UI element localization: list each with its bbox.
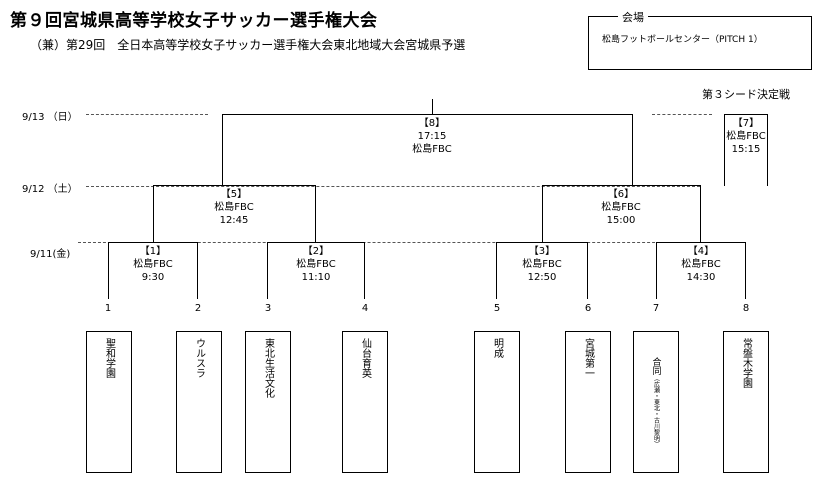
match-7-time: 15:15: [731, 144, 761, 155]
match-6-time: 15:00: [606, 215, 636, 226]
match-1-label: 【1】 松島FBC 9:30: [133, 245, 172, 284]
bracket-line: [496, 242, 497, 299]
team-name: 明成: [491, 338, 503, 358]
team-name-sub: （広瀬・東北・古川黎明）: [652, 375, 660, 447]
team-box: 聖和学園: [86, 331, 132, 473]
match-6-venue: 松島FBC: [601, 202, 641, 213]
match-3-label: 【3】 松島FBC 12:50: [522, 245, 561, 284]
team-name: 仙台育英: [359, 338, 371, 378]
team-box: ウルスラ: [176, 331, 222, 473]
team-number: 5: [493, 303, 501, 314]
match-1-number: 【1】: [139, 246, 167, 257]
team-name: 東北生活文化: [262, 338, 274, 398]
bracket-line: [700, 185, 701, 242]
team-box: 常盤木学園: [723, 331, 769, 473]
venue-box: [588, 16, 812, 70]
bracket-line: [108, 242, 109, 299]
bracket-line: [197, 242, 198, 299]
team-number: 7: [652, 303, 660, 314]
bracket-line: [724, 114, 725, 186]
bracket-line: [656, 242, 657, 299]
bracket-line: [587, 242, 588, 299]
bracket-line: [222, 114, 223, 185]
match-8-venue: 松島FBC: [412, 144, 452, 155]
team-box: 東北生活文化: [245, 331, 291, 473]
bracket-line: [153, 185, 316, 186]
bracket-line: [364, 242, 365, 299]
match-2-time: 11:10: [301, 272, 331, 283]
bracket-line: [542, 185, 543, 242]
bracket-line: [745, 242, 746, 299]
page-title: 第９回宮城県高等学校女子サッカー選手権大会: [10, 11, 378, 31]
match-1-venue: 松島FBC: [133, 259, 173, 270]
bracket-line: [542, 185, 701, 186]
date-divider: [652, 114, 712, 115]
team-name: 常盤木学園: [740, 338, 752, 388]
match-2-number: 【2】: [302, 246, 330, 257]
team-number: 4: [361, 303, 369, 314]
match-8-time: 17:15: [417, 131, 447, 142]
date-divider: [86, 186, 700, 187]
match-3-time: 12:50: [527, 272, 557, 283]
bracket-line: [108, 242, 198, 243]
bracket-line: [267, 242, 268, 299]
bracket-line: [222, 114, 633, 115]
match-5-label: 【5】 松島FBC 12:45: [214, 188, 253, 227]
bracket-line: [153, 185, 154, 242]
bracket-line: [432, 99, 433, 114]
third-seed-label: 第３シード決定戦: [702, 88, 790, 101]
match-7-label: 【7】 松島FBC 15:15: [726, 117, 765, 156]
date-label-912: 9/12 （土）: [22, 184, 78, 195]
team-number: 8: [742, 303, 750, 314]
team-box: 仙台育英: [342, 331, 388, 473]
bracket-line: [632, 114, 633, 185]
team-box: 合同 （広瀬・東北・古川黎明）: [633, 331, 679, 473]
team-number: 6: [584, 303, 592, 314]
team-name: 合同: [650, 357, 661, 375]
match-4-label: 【4】 松島FBC 14:30: [681, 245, 720, 284]
match-8-label: 【8】 17:15 松島FBC: [412, 117, 451, 156]
match-3-number: 【3】: [528, 246, 556, 257]
match-4-number: 【4】: [687, 246, 715, 257]
match-4-venue: 松島FBC: [681, 259, 721, 270]
team-box: 明成: [474, 331, 520, 473]
team-name: 宮城第一: [582, 338, 594, 378]
match-5-time: 12:45: [219, 215, 249, 226]
bracket-line: [496, 242, 588, 243]
team-number: 1: [104, 303, 112, 314]
team-name-joint: 合同 （広瀬・東北・古川黎明）: [634, 332, 678, 472]
match-1-time: 9:30: [141, 272, 165, 283]
venue-label: 会場: [618, 9, 648, 25]
date-label-911: 9/11(金): [30, 249, 71, 260]
match-3-venue: 松島FBC: [522, 259, 562, 270]
team-number: 2: [194, 303, 202, 314]
date-divider: [86, 114, 208, 115]
match-2-venue: 松島FBC: [296, 259, 336, 270]
date-label-913: 9/13 （日）: [22, 112, 78, 123]
match-7-number: 【7】: [732, 118, 760, 129]
match-8-number: 【8】: [418, 118, 446, 129]
bracket-line: [724, 114, 768, 115]
team-box: 宮城第一: [565, 331, 611, 473]
bracket-line: [267, 242, 365, 243]
page-subtitle: （兼）第29回 全日本高等学校女子サッカー選手権大会東北地域大会宮城県予選: [30, 38, 466, 52]
date-divider: [78, 242, 700, 243]
team-number: 3: [264, 303, 272, 314]
match-7-venue: 松島FBC: [726, 131, 766, 142]
match-2-label: 【2】 松島FBC 11:10: [296, 245, 335, 284]
team-name: ウルスラ: [193, 338, 205, 378]
bracket-line: [315, 185, 316, 242]
venue-name: 松島フットボールセンター（PITCH 1）: [602, 35, 763, 45]
match-6-number: 【6】: [607, 189, 635, 200]
match-5-venue: 松島FBC: [214, 202, 254, 213]
team-name: 聖和学園: [103, 338, 115, 378]
match-6-label: 【6】 松島FBC 15:00: [601, 188, 640, 227]
match-4-time: 14:30: [686, 272, 716, 283]
bracket-line: [656, 242, 746, 243]
match-5-number: 【5】: [220, 189, 248, 200]
bracket-line: [767, 114, 768, 186]
